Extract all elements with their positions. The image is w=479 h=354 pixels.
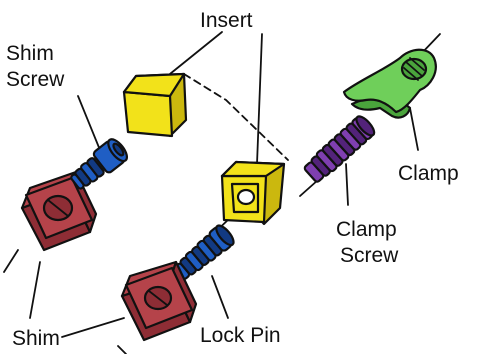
shim-lower <box>120 260 198 342</box>
insert-upper <box>122 72 188 138</box>
shim-screw-label-line1: Shim <box>6 42 54 65</box>
lock-pin-leader <box>211 275 229 319</box>
shim-upper <box>20 170 98 252</box>
clamp-screw-leader <box>345 163 349 206</box>
clamp-screw-label-line2: Screw <box>340 244 399 267</box>
lock-pin-label: Lock Pin <box>200 324 281 347</box>
clamp <box>342 48 437 119</box>
shim-screw <box>70 138 129 190</box>
edge-tick-left <box>3 249 19 273</box>
clamp-axis-line <box>299 179 319 197</box>
clamp-screw <box>303 115 376 183</box>
labels: Insert Shim Screw Clamp Clamp Screw Lock… <box>6 9 459 350</box>
shim-screw-leader <box>77 95 101 151</box>
shim-leader-lower <box>61 317 125 338</box>
insert-hidden-edge <box>183 73 289 161</box>
shim-leader-tick <box>117 345 127 354</box>
shim-label: Shim <box>12 327 60 350</box>
insert-center <box>220 160 286 226</box>
shim-screw-label-line2: Screw <box>6 68 65 91</box>
shim-leader-upper <box>29 261 41 319</box>
clamp-label: Clamp <box>398 162 459 185</box>
insert-label: Insert <box>200 9 253 32</box>
lock-pin <box>173 224 235 280</box>
clamp-screw-label-line1: Clamp <box>336 218 397 241</box>
clamp-leader <box>409 107 419 151</box>
